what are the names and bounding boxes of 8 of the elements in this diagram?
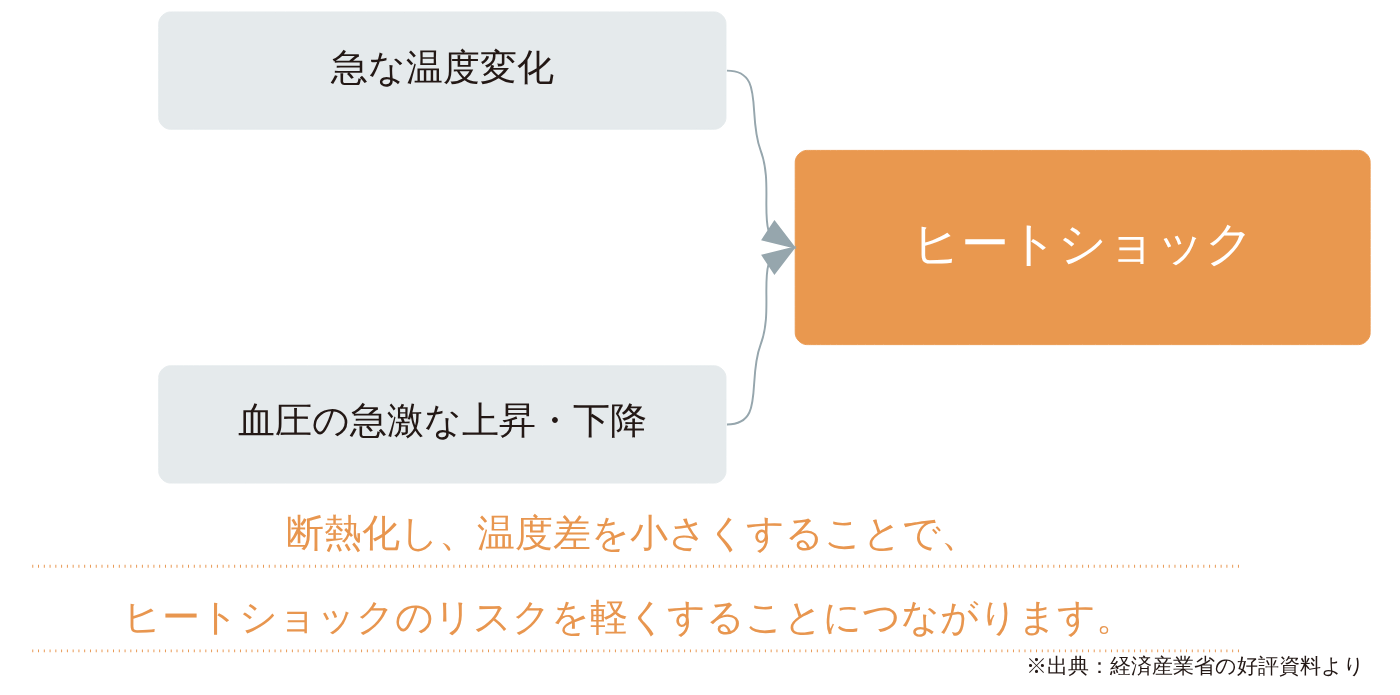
caption: ※出典：経済産業省の好評資料より [1025, 653, 1365, 679]
node-box: 急な温度変化 [157, 11, 726, 130]
label: 断熱化し、温度差を小さくすることで、 [285, 509, 979, 555]
arrow [725, 245, 797, 426]
node-box: ヒートショック [794, 149, 1371, 346]
label: ヒートショックのリスクを軽くすることにつながります。 [122, 594, 1134, 640]
arrow [725, 69, 797, 250]
node-box: 血圧の急激な上昇・下降 [157, 365, 726, 484]
